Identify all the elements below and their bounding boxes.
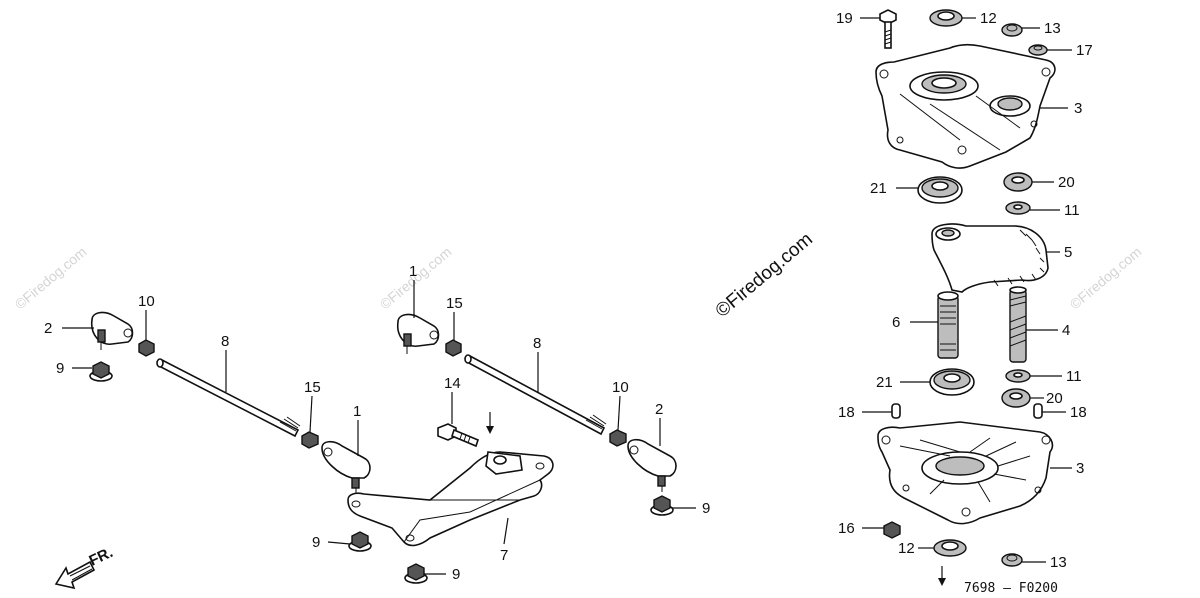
callout-6: 6: [892, 314, 900, 331]
flange-nut-9-center: [348, 531, 372, 552]
nut-15-left: [301, 431, 319, 449]
bolt-14: [437, 423, 479, 448]
rod-8-left: [156, 358, 301, 438]
washer-17: [1028, 44, 1048, 56]
callout-8-center: 8: [533, 335, 541, 352]
oil-seal-12-bottom: [933, 539, 967, 557]
nut-15-center: [445, 339, 462, 357]
callout-20-bottom: 20: [1046, 390, 1063, 407]
shaft-6: [937, 291, 959, 359]
callout-15-center: 15: [446, 295, 463, 312]
callout-18-right: 18: [1070, 404, 1087, 421]
leader-lines: [62, 17, 1072, 575]
dowel-pin-18-left: [891, 403, 901, 419]
watermark-left: ©Firedog.com: [12, 243, 90, 312]
watermark-right: ©Firedog.com: [1067, 243, 1145, 312]
callout-9-bottom: 9: [452, 566, 460, 583]
bearing-20-bottom: [1001, 388, 1031, 408]
callout-11-top: 11: [1064, 202, 1080, 219]
sector-gear-5: [931, 223, 1049, 293]
worm-shaft-4: [1009, 286, 1027, 363]
direction-label: FR.: [87, 544, 116, 570]
bracket-7: [347, 451, 554, 547]
callout-3-bottom: 3: [1076, 460, 1084, 477]
callout-21-top: 21: [870, 180, 887, 197]
callout-20-top: 20: [1058, 174, 1075, 191]
callout-9-center: 9: [312, 534, 320, 551]
callout-7: 7: [500, 547, 508, 564]
callout-9-left: 9: [56, 360, 64, 377]
ball-joint-1-left: [321, 440, 371, 494]
callout-13-bottom: 13: [1050, 554, 1067, 571]
callout-3-top: 3: [1074, 100, 1082, 117]
callout-2-left: 2: [44, 320, 52, 337]
callout-13-top: 13: [1044, 20, 1061, 37]
flange-nut-9-left: [89, 361, 113, 382]
nut-16: [883, 521, 901, 539]
ball-joint-2-right: [627, 438, 677, 492]
callout-19: 19: [836, 10, 853, 27]
flange-nut-9-bottom: [404, 563, 428, 584]
rod-8-center: [464, 354, 607, 436]
callout-21-bottom: 21: [876, 374, 893, 391]
washer-11-top: [1005, 201, 1031, 215]
callout-12-bottom: 12: [898, 540, 915, 557]
callout-5: 5: [1064, 244, 1072, 261]
flange-nut-9-right: [650, 495, 674, 516]
gear-case-cover-3-top: [875, 43, 1056, 169]
callout-17: 17: [1076, 42, 1093, 59]
watermark-main: ©Firedog.com: [712, 229, 817, 322]
callout-18-left: 18: [838, 404, 855, 421]
nut-13-top: [1001, 23, 1023, 37]
callout-15-left: 15: [304, 379, 321, 396]
ball-joint-1-center: [396, 313, 440, 354]
dowel-pin-18-right: [1033, 403, 1043, 419]
callout-10-center: 10: [612, 379, 629, 396]
gear-case-3-bottom: [877, 421, 1054, 525]
callout-2-right: 2: [655, 401, 663, 418]
oil-seal-12-top: [929, 9, 963, 27]
callout-1-left: 1: [353, 403, 361, 420]
diagram-code: 7698 — F0200: [964, 581, 1058, 596]
callout-11-bottom: 11: [1066, 368, 1082, 385]
callout-12-top: 12: [980, 10, 997, 27]
nut-13-bottom: [1001, 553, 1023, 567]
nut-10-center: [609, 429, 627, 447]
callout-14: 14: [444, 375, 461, 392]
bearing-20-top: [1003, 172, 1033, 192]
callout-8-left: 8: [221, 333, 229, 350]
callout-16: 16: [838, 520, 855, 537]
ball-joint-2-left: [90, 311, 134, 350]
callout-9-right: 9: [702, 500, 710, 517]
bolt-19: [879, 9, 897, 49]
bearing-21-bottom: [929, 368, 975, 396]
washer-11-bottom: [1005, 369, 1031, 383]
bearing-21-top: [917, 176, 963, 204]
callout-4: 4: [1062, 322, 1070, 339]
front-direction-arrow: FR.: [54, 544, 116, 590]
callout-10-left: 10: [138, 293, 155, 310]
callout-labels: 2 10 9 8 15 1 1 15 14 8 10 2 9 7 9 9 19 …: [44, 10, 1093, 583]
nut-10-left: [138, 339, 155, 357]
callout-1-center: 1: [409, 263, 417, 280]
